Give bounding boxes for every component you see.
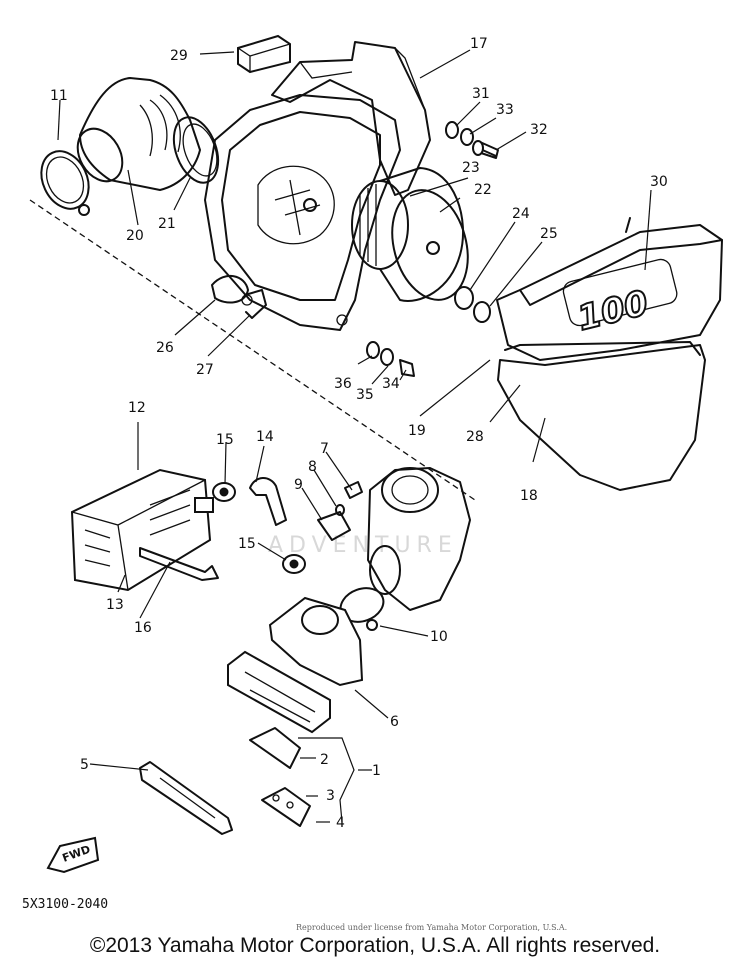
leader-lines [57,49,652,823]
callout-29: 29 [170,48,188,64]
callout-1: 1 [372,763,381,779]
callout-30: 30 [650,174,668,190]
carburetor [367,467,471,611]
callout-5: 5 [80,757,89,773]
callout-15-lower: 15 [238,536,256,552]
callout-27: 27 [196,362,214,378]
part-31-33-32-bolt-set [445,121,499,159]
copyright-notice: ©2013 Yamaha Motor Corporation, U.S.A. A… [89,934,661,957]
part-2-3-reeds [249,727,311,827]
callout-2: 2 [320,752,329,768]
part-34-35-36-fasteners [366,341,415,377]
callout-35: 35 [356,387,374,403]
callout-9: 9 [294,477,303,493]
callout-25: 25 [540,226,558,242]
callout-3: 3 [326,788,335,804]
reference-line [29,199,476,501]
part-16-strap [139,547,219,581]
part-30-side-cover: 100 [496,217,723,361]
callout-7: 7 [320,441,329,457]
watermark: ADVENTURE [268,533,458,558]
air-filter-case [204,94,401,331]
callout-10: 10 [430,629,448,645]
callout-8: 8 [308,459,317,475]
part-12-13-silencer [70,468,214,592]
callout-32: 32 [530,122,548,138]
part-18-lower-cover [497,341,706,491]
part-29-block [237,34,291,74]
fwd-arrow: FWD [46,836,100,874]
callout-24: 24 [512,206,530,222]
callout-13: 13 [106,597,124,613]
part-24-25-grommets [454,286,491,323]
callout-22: 22 [474,182,492,198]
callout-19: 19 [408,423,426,439]
part-22-23-filter-element [351,167,469,302]
drawing-code: 5X3100-2040 [22,897,108,912]
callout-4: 4 [336,815,345,831]
callout-12: 12 [128,400,146,416]
part-14-15-hose-clamps [212,477,306,574]
part-7-8-9-hardware [317,481,363,541]
callout-labels: 1 2 3 4 5 6 7 8 9 10 11 12 13 14 15 15 1… [50,36,668,831]
callout-21: 21 [158,216,176,232]
callout-34: 34 [382,376,400,392]
callout-36: 36 [334,376,352,392]
part-20-intake-boot [76,77,201,191]
cover-marking: 100 [574,283,653,339]
callout-31: 31 [472,86,490,102]
callout-16: 16 [134,620,152,636]
callout-17: 17 [470,36,488,52]
callout-26: 26 [156,340,174,356]
callout-23: 23 [462,160,480,176]
part-17-holder [271,41,431,196]
reproduction-note: Reproduced under license from Yamaha Mot… [296,923,567,932]
part-6-manifold [268,596,364,687]
callout-6: 6 [390,714,399,730]
callout-28: 28 [466,429,484,445]
part-11-clamp [40,150,90,216]
callout-11: 11 [50,88,68,104]
part-5-gasket [139,761,233,835]
reed-valve-assembly [227,650,331,734]
callout-20: 20 [126,228,144,244]
callout-18: 18 [520,488,538,504]
callout-33: 33 [496,102,514,118]
callout-15-upper: 15 [216,432,234,448]
part-21-joint [172,116,220,184]
part-26-27-clip [211,275,267,319]
callout-14: 14 [256,429,274,445]
